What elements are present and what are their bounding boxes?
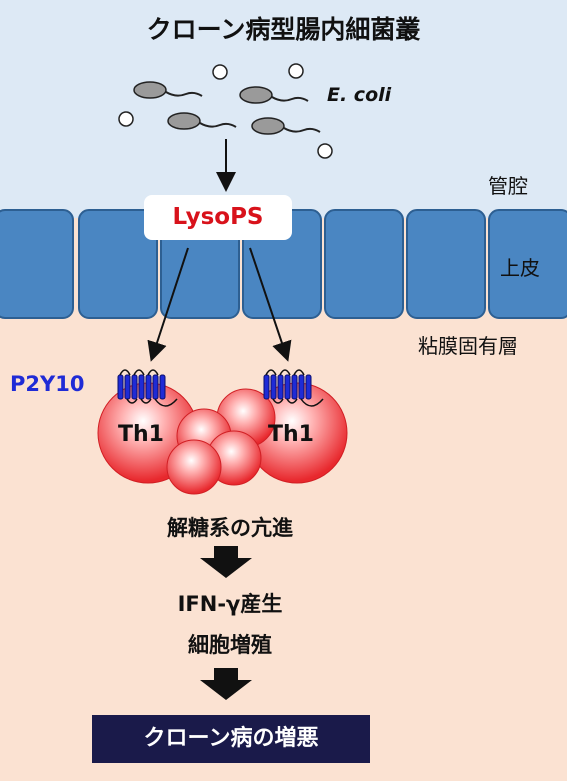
th1-label-right: Th1 — [268, 422, 314, 447]
small-cell — [166, 439, 222, 495]
bacterium-coccus — [288, 63, 304, 79]
step-glycolysis: 解糖系の亢進 — [167, 516, 293, 540]
epithelial-cell — [406, 209, 486, 319]
epithelium-label: 上皮 — [500, 256, 540, 280]
down-arrow-1 — [200, 546, 252, 578]
bacteria-group — [118, 63, 333, 159]
bacterium-rod — [239, 86, 309, 104]
mucosa-label: 粘膜固有層 — [418, 334, 518, 358]
bacterium-coccus — [317, 143, 333, 159]
p2y10-receptor-right — [263, 369, 324, 407]
step-ifn-production: IFN-γ産生 — [177, 592, 283, 616]
bacterium-coccus — [118, 111, 134, 127]
outcome-box: クローン病の増悪 — [92, 715, 370, 763]
down-arrow-2 — [200, 668, 252, 700]
arrow-lysops-to-th1-left — [147, 247, 189, 362]
epithelial-cell — [78, 209, 158, 319]
bacterium-rod — [167, 112, 237, 130]
epithelial-cell — [488, 209, 567, 319]
bacterium-coccus — [212, 64, 228, 80]
page-title: クローン病型腸内細菌叢 — [146, 15, 421, 44]
step-proliferation: 細胞増殖 — [188, 633, 272, 657]
lumen-label: 管腔 — [488, 174, 528, 198]
lysops-box: LysoPS — [144, 195, 292, 240]
p2y10-receptor-left — [117, 369, 178, 407]
receptor-label: P2Y10 — [10, 372, 85, 396]
epithelial-cell — [324, 209, 404, 319]
th1-label-left: Th1 — [118, 422, 164, 447]
bacterium-rod — [251, 117, 321, 135]
lumen-region — [0, 0, 567, 218]
arrow-lysops-to-th1-right — [249, 247, 292, 362]
ecoli-label: E. coli — [327, 84, 392, 106]
th1-cell-cluster — [97, 382, 348, 495]
bacterium-rod — [133, 81, 203, 99]
epithelial-cell — [0, 209, 74, 319]
epithelium-layer — [0, 209, 567, 319]
